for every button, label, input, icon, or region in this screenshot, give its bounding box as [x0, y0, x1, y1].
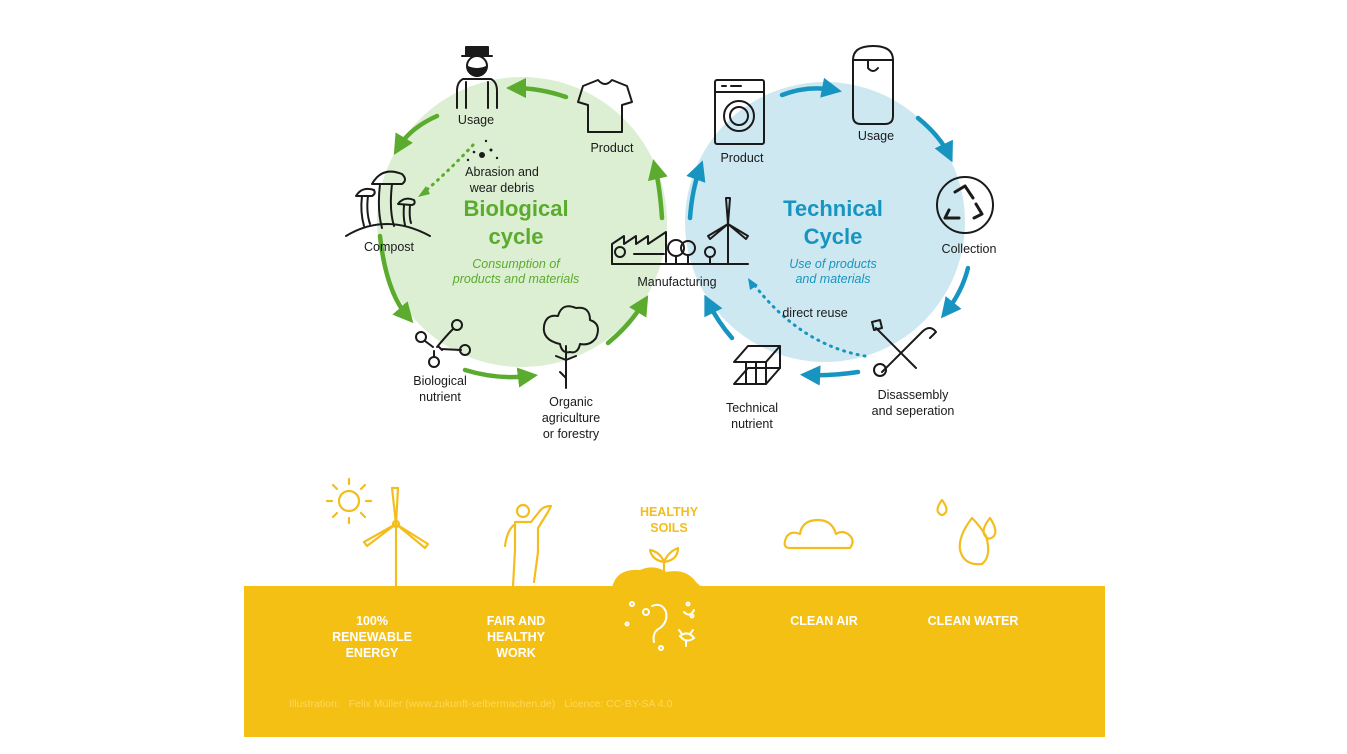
sprout-icon — [648, 546, 680, 584]
bio-usage-label: Usage — [457, 113, 495, 127]
abrasion-arrowhead — [418, 186, 430, 197]
wind-turbine-yellow-icon — [362, 486, 430, 588]
recycle-icon — [936, 176, 994, 234]
biological-subtitle-line2: products and materials — [452, 272, 580, 286]
organic-label-line2: agriculture — [541, 411, 601, 425]
benefit-air: CLEAN AIR — [790, 614, 858, 628]
disassembly-label-line1: Disassembly — [877, 388, 949, 402]
tech-usage-label: Usage — [857, 129, 895, 143]
technical-title-line1: Technical — [783, 196, 883, 221]
biological-cycle-area — [377, 77, 667, 367]
debris-icon — [466, 139, 499, 162]
benefit-work-line3: WORK — [496, 646, 536, 660]
tshirt-icon — [577, 79, 633, 133]
technical-subtitle-line2: and materials — [795, 272, 871, 286]
compost-label: Compost — [363, 240, 415, 254]
abrasion-label-line1: Abrasion and — [465, 165, 539, 179]
illustration-credit: Illustration: Felix Müller (www.zukunft-… — [289, 698, 678, 710]
benefit-soils-line2: SOILS — [650, 521, 688, 535]
water-drops-icon — [936, 498, 997, 566]
benefit-energy-line3: ENERGY — [345, 646, 399, 660]
benefit-energy-line1: 100% — [356, 614, 388, 628]
benefit-energy-line2: RENEWABLE — [332, 630, 412, 644]
technical-title-line2: Cycle — [803, 224, 863, 249]
credit-licence: Licence: CC-BY-SA 4.0 — [564, 698, 673, 710]
technical-cycle-arrows — [686, 77, 971, 386]
biological-title-line2: cycle — [488, 224, 544, 249]
manufacturing-label: Manufacturing — [637, 275, 717, 289]
soil-life-icon — [624, 601, 696, 651]
molecule-icon — [415, 319, 471, 368]
technical-cycle-area — [685, 82, 965, 362]
technical-subtitle-line1: Use of products — [789, 257, 877, 271]
cloud-icon — [783, 518, 854, 550]
washing-machine-icon — [714, 79, 765, 145]
abrasion-label-line2: wear debris — [469, 181, 535, 195]
bio-nutrient-label-line1: Biological — [413, 374, 467, 388]
worker-icon — [503, 503, 553, 588]
biological-cycle-arrows — [377, 77, 668, 388]
collection-label: Collection — [941, 242, 997, 256]
soil-mound — [612, 567, 704, 588]
benefit-work-line2: HEALTHY — [486, 630, 546, 644]
benefit-soils-line1: HEALTHY — [639, 505, 699, 519]
steel-beam-icon — [733, 345, 781, 385]
bio-product-label: Product — [590, 141, 634, 155]
organic-label-line1: Organic — [549, 395, 593, 409]
cup-icon — [852, 45, 894, 125]
sun-icon — [325, 477, 373, 525]
wind-turbine-icon — [707, 197, 749, 265]
tech-nutrient-label-line2: nutrient — [731, 417, 773, 431]
bio-nutrient-label-line2: nutrient — [419, 390, 461, 404]
direct-reuse-arrowhead — [748, 278, 758, 290]
direct-reuse-label: direct reuse — [782, 306, 848, 320]
tech-product-label: Product — [720, 151, 764, 165]
benefit-water: CLEAN WATER — [927, 614, 1019, 628]
factory-icon — [611, 231, 749, 265]
credit-author: Felix Müller (www.zukunft-selbermachen.d… — [348, 698, 556, 710]
tech-nutrient-label-line1: Technical — [725, 401, 779, 415]
disassembly-label-line2: and seperation — [871, 404, 955, 418]
mushroom-icon — [345, 170, 431, 237]
cotton-plant-icon — [542, 305, 599, 389]
organic-label-line3: or forestry — [542, 427, 600, 441]
tools-icon — [871, 319, 937, 377]
direct-reuse-dotted-arrow — [750, 280, 867, 358]
biological-subtitle-line1: Consumption of — [472, 257, 560, 271]
benefit-work-line1: FAIR AND — [486, 614, 546, 628]
person-icon — [456, 46, 498, 109]
credit-label: Illustration: — [289, 698, 340, 710]
benefits-band — [244, 586, 1105, 737]
biological-title-line1: Biological — [463, 196, 569, 221]
